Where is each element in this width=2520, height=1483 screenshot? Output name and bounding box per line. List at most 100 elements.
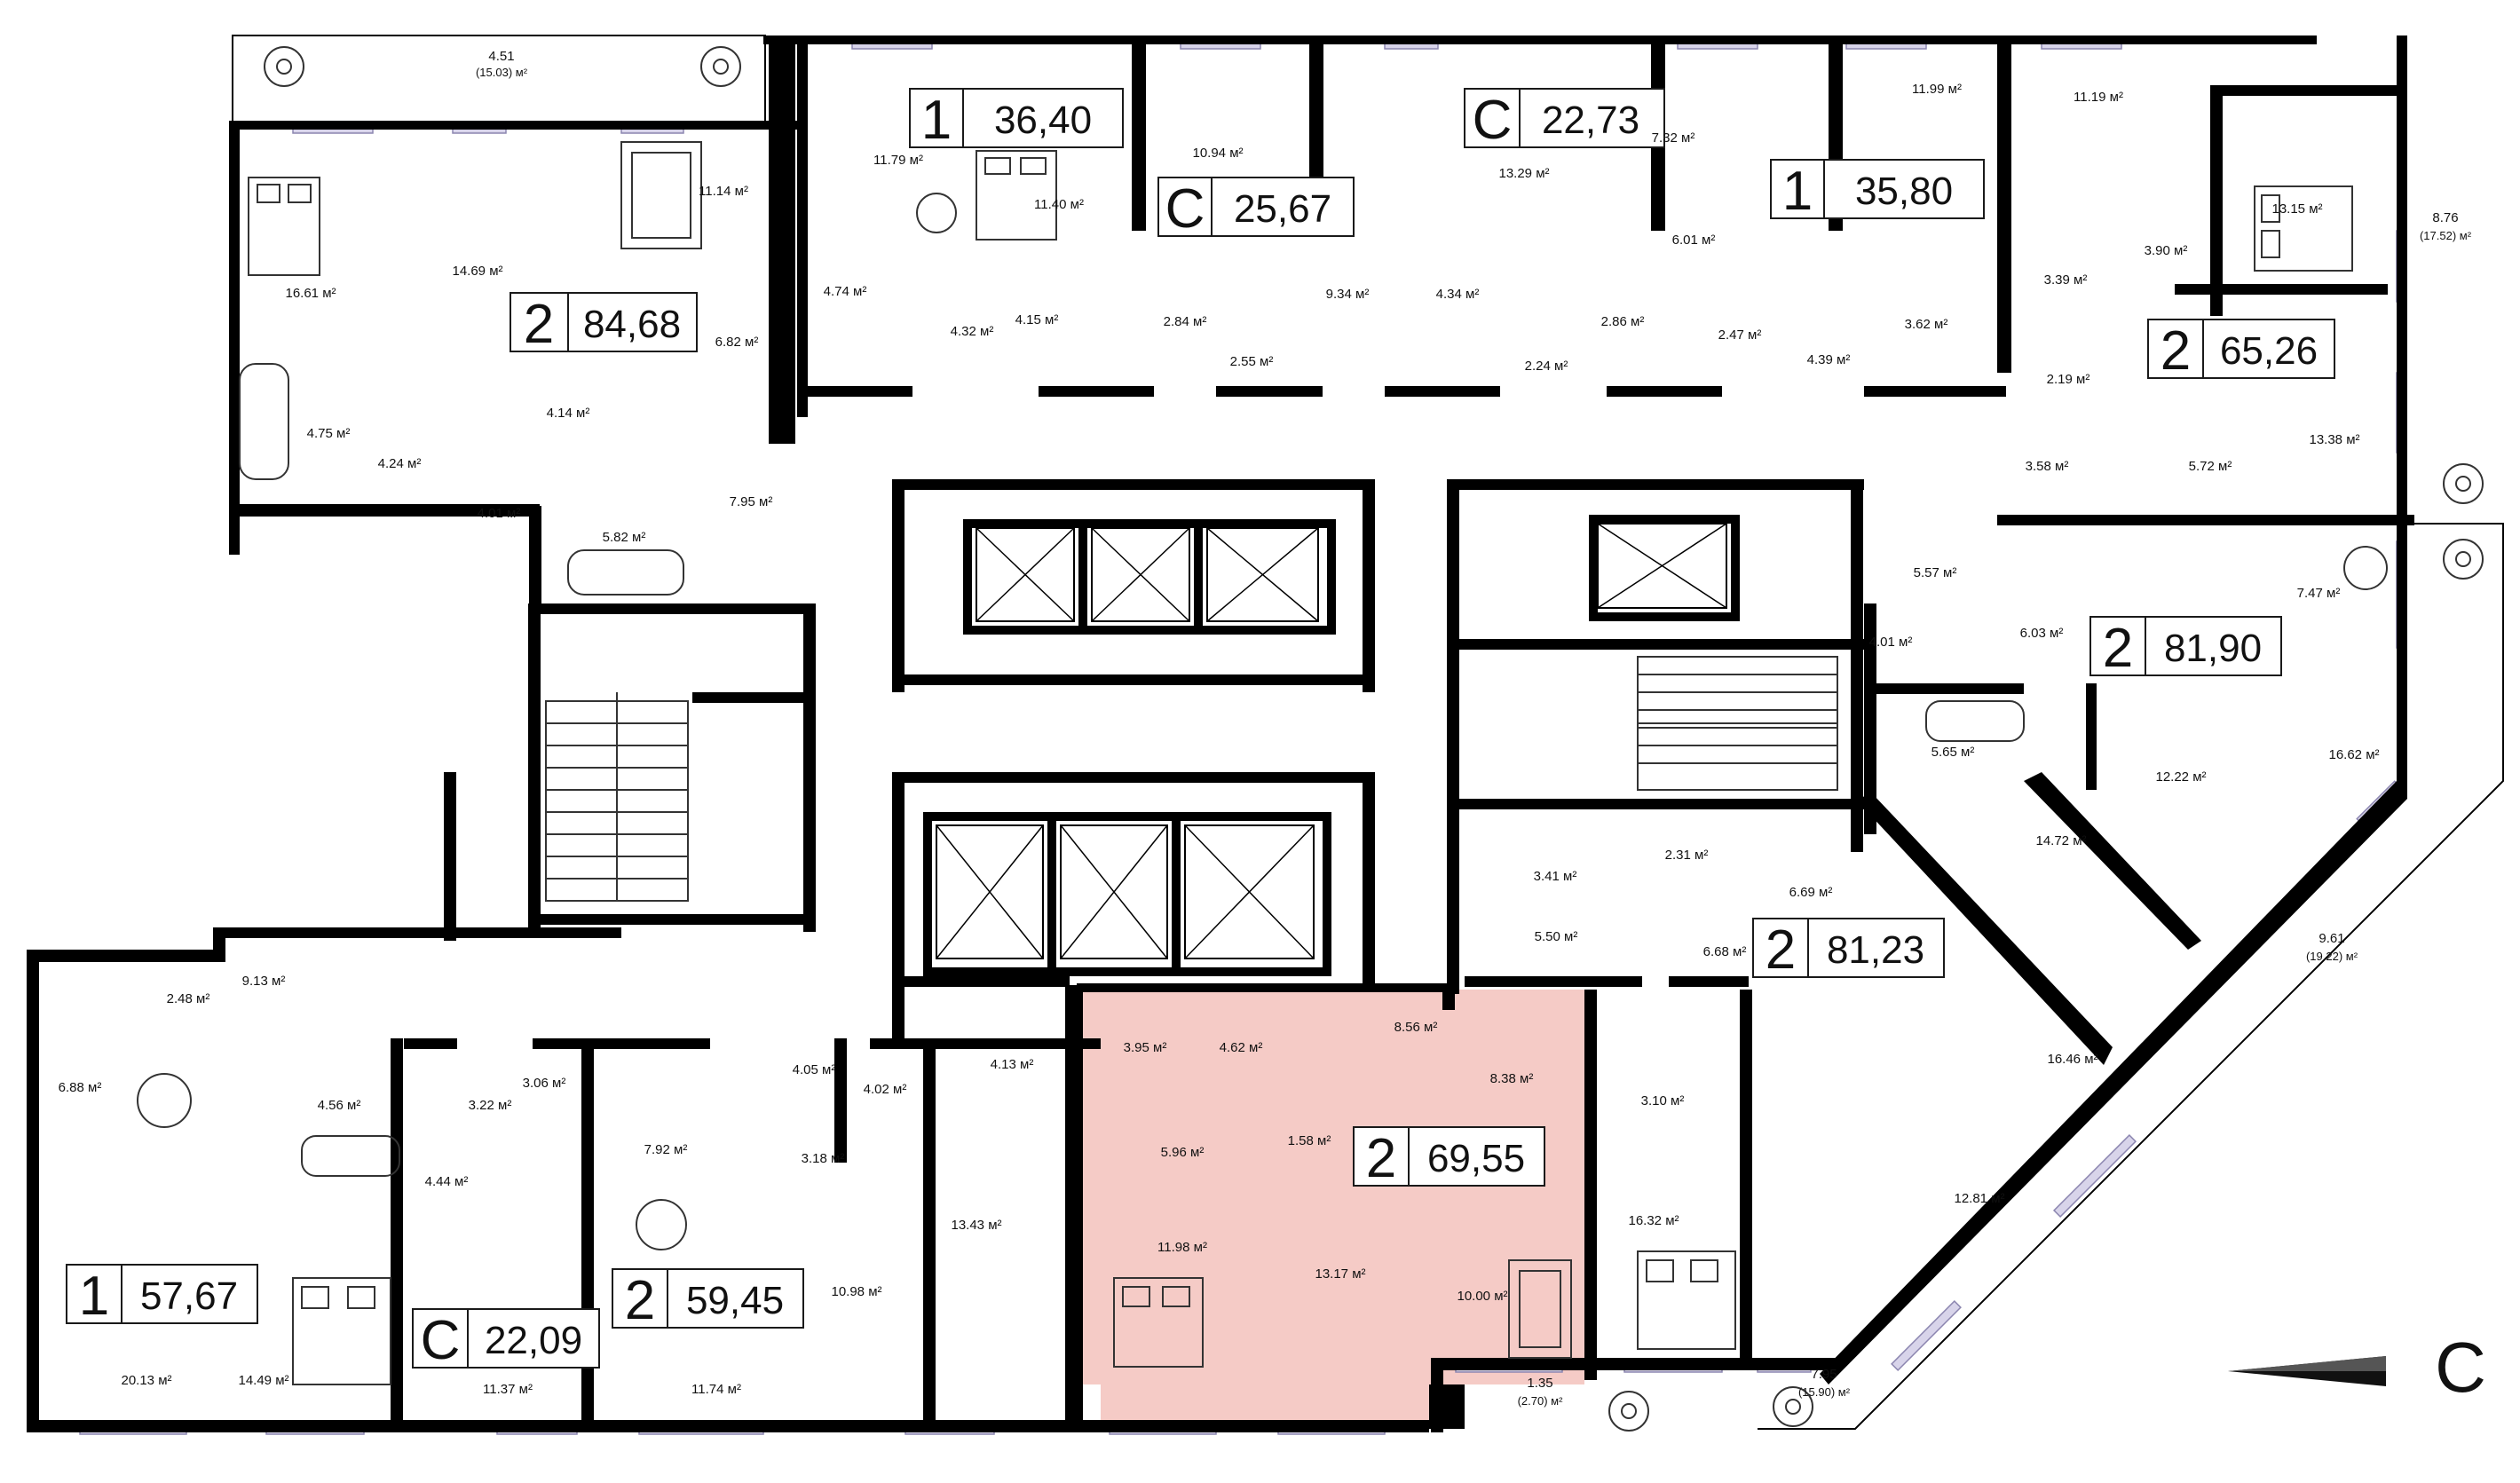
apartment-label[interactable]: 1 57,67 — [66, 1264, 258, 1327]
apartment-label[interactable]: 2 65,26 — [2147, 319, 2335, 382]
room-area: 4.01 м² — [478, 506, 521, 521]
room-area: 3.41 м² — [1534, 869, 1577, 884]
apartment-label[interactable]: 1 35,80 — [1770, 159, 1985, 222]
elevator-icon — [976, 527, 1075, 622]
room-area: 16.32 м² — [1628, 1213, 1679, 1228]
compass-letter: С — [2435, 1328, 2486, 1407]
room-area: 13.43 м² — [951, 1218, 1001, 1233]
room-area: 2.24 м² — [1525, 359, 1568, 374]
room-area: 2.84 м² — [1164, 314, 1207, 329]
svg-text:2: 2 — [625, 1270, 655, 1331]
svg-text:57,67: 57,67 — [140, 1274, 238, 1318]
room-area: 4.14 м² — [547, 406, 590, 421]
svg-text:81,23: 81,23 — [1827, 928, 1924, 972]
svg-text:59,45: 59,45 — [686, 1279, 784, 1322]
elevator-icon — [1060, 824, 1168, 959]
svg-text:1: 1 — [79, 1266, 109, 1327]
svg-text:2: 2 — [1366, 1128, 1396, 1189]
apartment-label[interactable]: 1 36,40 — [909, 88, 1124, 151]
room-area: 6.01 м² — [1672, 233, 1716, 248]
svg-text:2: 2 — [2161, 320, 2191, 382]
room-area: 20.13 м² — [121, 1373, 171, 1388]
room-area: 3.90 м² — [2145, 243, 2188, 258]
room-area-sub: (15.03) м² — [476, 66, 528, 79]
elevators — [936, 523, 1727, 959]
room-area: 2.31 м² — [1665, 848, 1709, 863]
room-area: 14.72 м² — [2035, 833, 2086, 848]
room-area: 2.86 м² — [1601, 314, 1645, 329]
room-area: 4.56 м² — [318, 1098, 361, 1113]
apartment-label[interactable]: 2 84,68 — [510, 292, 698, 355]
room-area-sub: (19.22) м² — [2306, 950, 2358, 963]
svg-text:2: 2 — [1766, 919, 1796, 981]
room-area: 9.13 м² — [242, 974, 286, 989]
bed-icon — [1637, 1250, 1736, 1350]
elevator-icon — [1206, 527, 1319, 622]
room-area: 14.69 м² — [452, 264, 502, 279]
room-area: 3.62 м² — [1905, 317, 1948, 332]
room-area: 13.15 м² — [2271, 201, 2322, 217]
elevator-icon — [1597, 523, 1727, 609]
bed-icon — [1113, 1277, 1204, 1368]
room-area: 7.32 м² — [1652, 130, 1695, 146]
room-area-sub: (15.90) м² — [1798, 1385, 1851, 1399]
room-area: 3.95 м² — [1124, 1040, 1167, 1055]
room-area: 4.24 м² — [378, 456, 422, 471]
room-area: 5.82 м² — [603, 530, 646, 545]
room-area: 6.88 м² — [59, 1080, 102, 1095]
svg-text:1: 1 — [1782, 161, 1813, 222]
furniture — [137, 141, 2388, 1385]
room-area: 3.18 м² — [802, 1151, 845, 1166]
walls — [27, 35, 2504, 1432]
room-area: 4.74 м² — [824, 284, 867, 299]
room-area: 14.49 м² — [238, 1373, 288, 1388]
apartment-label[interactable]: С 22,09 — [412, 1308, 600, 1371]
elevator-icon — [936, 824, 1044, 959]
room-area: 12.81 м² — [1954, 1191, 2004, 1206]
apartment-label[interactable]: 2 81,90 — [2089, 616, 2282, 679]
room-area: 8.56 м² — [1394, 1020, 1438, 1035]
room-area: 12.22 м² — [2155, 769, 2206, 785]
svg-text:С: С — [1473, 90, 1513, 151]
stairs-icon — [1637, 656, 1838, 791]
room-area: 16.62 м² — [2328, 747, 2379, 762]
room-area: 4.44 м² — [425, 1174, 469, 1189]
plant-icon — [700, 46, 741, 87]
svg-text:С: С — [1165, 178, 1205, 240]
apartment-label[interactable]: С 22,73 — [1464, 88, 1665, 151]
bathtub-icon — [239, 363, 2025, 1177]
room-area: 8.38 м² — [1490, 1071, 1534, 1086]
room-area: 11.37 м² — [483, 1382, 533, 1397]
room-area: 4.51 — [488, 49, 514, 64]
room-area: 9.34 м² — [1326, 287, 1370, 302]
room-area: 11.74 м² — [691, 1382, 741, 1397]
room-area: 16.61 м² — [285, 286, 336, 301]
room-area: 4.75 м² — [307, 426, 351, 441]
apartment-label[interactable]: С 25,67 — [1157, 177, 1355, 240]
bed-icon — [2254, 185, 2353, 272]
room-area: 7.95 — [1811, 1367, 1837, 1382]
room-area: 11.40 м² — [1034, 197, 1084, 212]
apartment-label[interactable]: 2 69,55 — [1353, 1126, 1545, 1189]
plant-icon — [1608, 1391, 1649, 1432]
elevator-icon — [1184, 824, 1315, 959]
apartment-label[interactable]: 2 81,23 — [1752, 918, 1945, 981]
plant-icon — [264, 46, 304, 87]
bed-icon — [248, 177, 320, 276]
apartment-label[interactable]: 2 59,45 — [612, 1268, 804, 1331]
room-area: 6.68 м² — [1703, 944, 1747, 959]
room-area: 10.98 м² — [831, 1284, 881, 1299]
room-area: 2.19 м² — [2047, 372, 2090, 387]
room-area: 3.06 м² — [523, 1076, 566, 1091]
room-area: 4.05 м² — [793, 1062, 836, 1077]
room-area: 6.69 м² — [1789, 885, 1833, 900]
plant-icon — [2443, 539, 2484, 580]
room-area: 11.79 м² — [873, 153, 923, 168]
room-area: 6.82 м² — [715, 335, 759, 350]
room-area: 6.03 м² — [2020, 626, 2064, 641]
room-area: 5.65 м² — [1931, 745, 1975, 760]
room-area: 5.96 м² — [1161, 1145, 1205, 1160]
room-area: 1.58 м² — [1288, 1133, 1331, 1148]
room-area: 7.47 м² — [2297, 586, 2341, 601]
room-area: 4.39 м² — [1807, 352, 1851, 367]
